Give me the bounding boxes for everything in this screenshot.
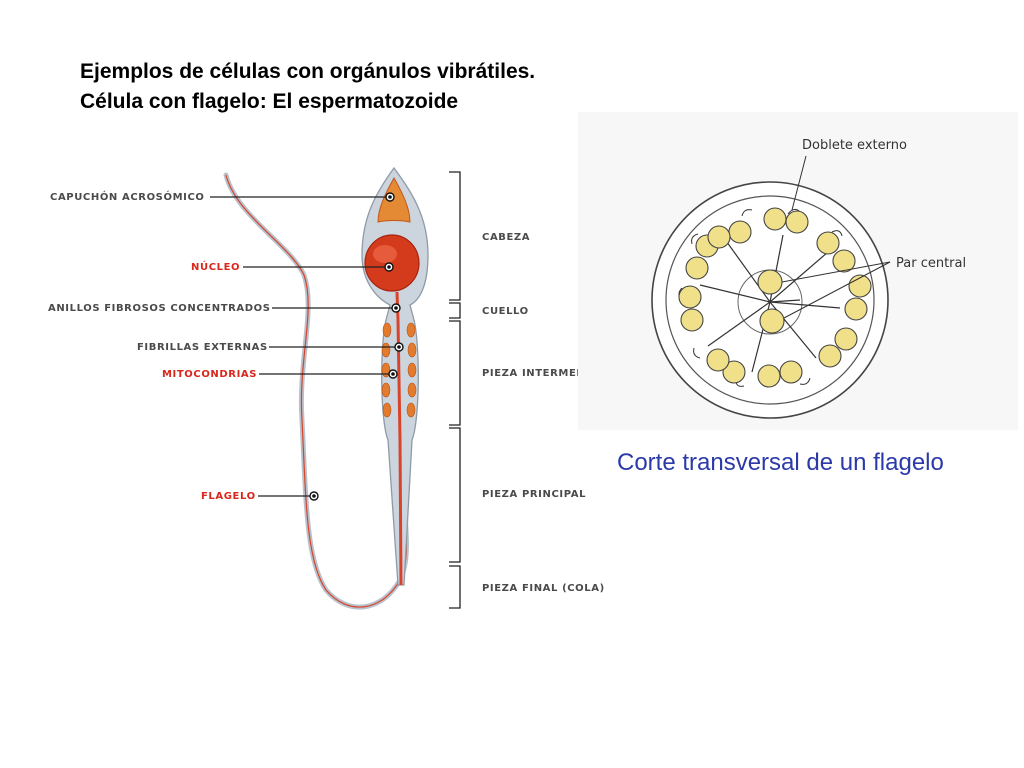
label-cabeza: CABEZA	[482, 232, 531, 243]
label-flagelo: FLAGELO	[201, 491, 256, 502]
acrosome-cap	[377, 176, 411, 223]
label-pieza-principal: PIEZA PRINCIPAL	[482, 489, 587, 500]
title-line-1: Ejemplos de células con orgánulos vibrát…	[80, 60, 536, 83]
label-pieza-intermedia: PIEZA INTERMED	[482, 368, 581, 379]
cross-section-caption: Corte transversal de un flagelo	[617, 449, 944, 476]
label-capuchon-acrosomico: CAPUCHÓN ACROSÓMICO	[50, 192, 205, 203]
region-brackets	[449, 171, 461, 609]
label-cuello: CUELLO	[482, 306, 529, 317]
label-fibrillas-externas: FIBRILLAS EXTERNAS	[137, 342, 268, 353]
label-anillos-fibrosos: ANILLOS FIBROSOS CONCENTRADOS	[48, 303, 271, 314]
label-nucleo: NÚCLEO	[191, 262, 241, 273]
label-pieza-final: PIEZA FINAL (COLA)	[482, 583, 605, 594]
outer-doublets	[678, 207, 872, 388]
slide-title: Ejemplos de células con orgánulos vibrát…	[80, 57, 535, 117]
label-mitocondrias: MITOCONDRIAS	[162, 369, 258, 380]
label-par-central: Par central	[896, 256, 967, 271]
title-line-2: Célula con flagelo: El espermatozoide	[80, 90, 459, 113]
left-leader-lines	[210, 196, 399, 497]
label-doblete-externo: Doblete externo	[802, 138, 907, 153]
